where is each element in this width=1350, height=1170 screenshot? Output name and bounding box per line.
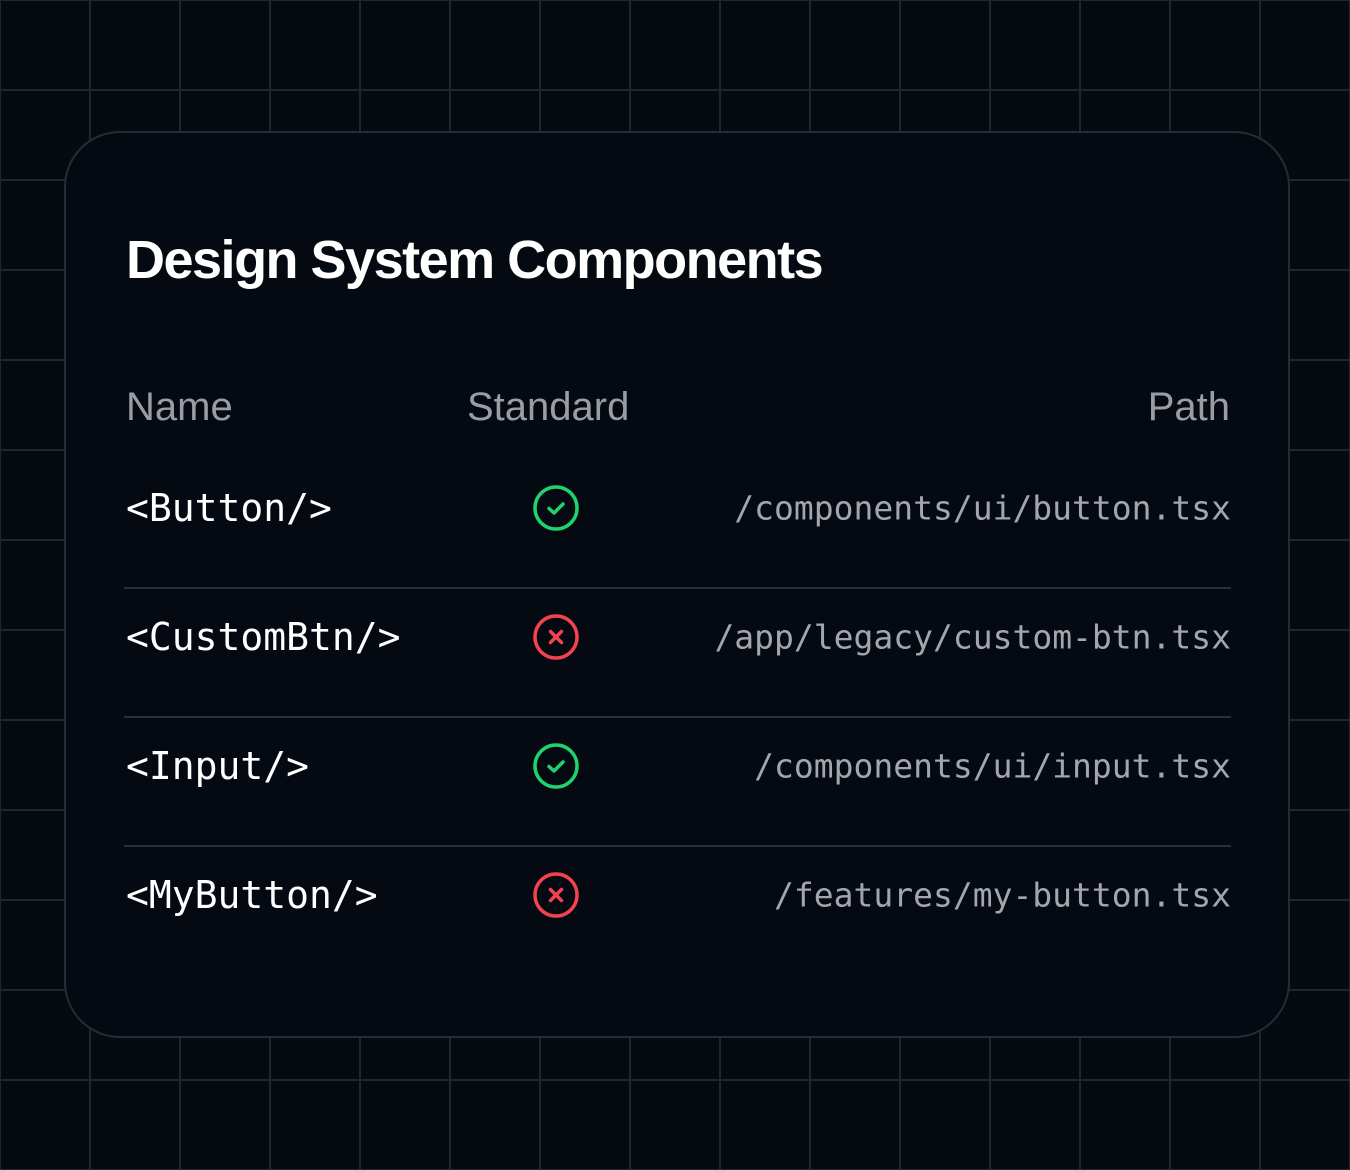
column-header-standard: Standard [467,385,630,429]
check-circle-icon [533,743,579,789]
component-path: /app/legacy/custom-btn.tsx [714,617,1231,657]
components-card: Design System Components Name Standard P… [64,131,1290,1038]
column-header-name: Name [126,385,233,429]
table-row: <CustomBtn/> /app/legacy/custom-btn.tsx [124,587,1231,718]
x-circle-icon [533,614,579,660]
column-header-path: Path [1147,385,1230,429]
component-name: <CustomBtn/> [126,615,401,659]
component-name: <MyButton/> [126,873,378,917]
table-row: <Button/> /components/ui/button.tsx [124,458,1231,589]
component-path: /features/my-button.tsx [774,875,1231,915]
table-row: <MyButton/> /features/my-button.tsx [124,845,1231,974]
x-circle-icon [533,872,579,918]
check-circle-icon [533,485,579,531]
component-name: <Input/> [126,744,310,788]
table-row: <Input/> /components/ui/input.tsx [124,716,1231,847]
page-title: Design System Components [126,230,824,290]
component-path: /components/ui/button.tsx [734,488,1231,528]
component-name: <Button/> [126,486,332,530]
component-path: /components/ui/input.tsx [754,746,1231,786]
